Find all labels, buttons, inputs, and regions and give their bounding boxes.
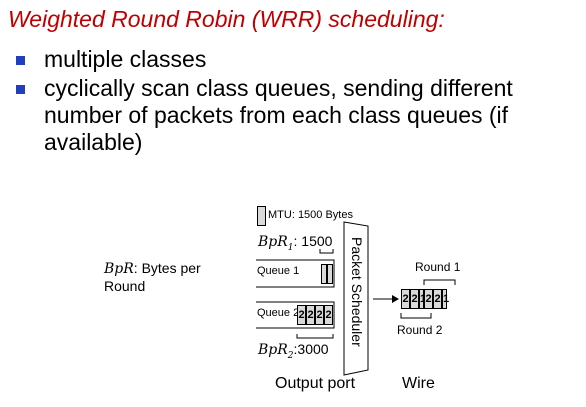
bullet-square-icon: [16, 56, 25, 65]
queue1-packet: [327, 264, 333, 284]
bpr2-bracket: [296, 334, 334, 339]
round1-bracket: [423, 279, 456, 285]
round2-bracket: [400, 313, 432, 319]
output-arrowhead: [392, 295, 399, 303]
queue2-buffer: [256, 301, 335, 329]
queue2-packet: 2: [324, 305, 333, 325]
bullet-square-icon: [16, 85, 25, 94]
wire-packet: 2: [401, 289, 410, 309]
bullet-list: multiple classes cyclically scan class q…: [14, 46, 564, 158]
packet-scheduler-label: Packet Scheduler: [349, 237, 365, 347]
queue2-packet: 2: [297, 305, 306, 325]
round1-label: Round 1: [415, 260, 461, 274]
wire-packet: 1: [442, 289, 449, 309]
bpr-definition: BpR: Bytes per: [104, 260, 201, 277]
queue1-packet: [321, 264, 327, 284]
wire-packet: 2: [424, 289, 433, 309]
slide-title: Weighted Round Robin (WRR) scheduling:: [8, 6, 445, 32]
bpr1-label: BpR1: 1500: [258, 233, 333, 253]
bpr-definition-line2: Round: [104, 278, 146, 294]
bullet-text: cyclically scan class queues, sending di…: [44, 75, 513, 155]
bullet-item: multiple classes: [14, 46, 564, 73]
queue2-packet: 2: [306, 305, 315, 325]
queue1-buffer: [256, 259, 335, 288]
queue2-label: Queue 2: [257, 307, 300, 319]
bpr2-label: BpR2:3000: [258, 341, 329, 361]
wire-packet: 2: [433, 289, 442, 309]
bullet-text: multiple classes: [44, 46, 207, 72]
queue1-label: Queue 1: [257, 265, 300, 277]
output-port-label: Output port: [275, 375, 356, 392]
queue2-packet: 2: [315, 305, 324, 325]
wire-packet: 1: [419, 289, 426, 309]
bpr1-bracket: [319, 249, 334, 254]
round2-label: Round 2: [397, 323, 443, 337]
mtu-label: MTU: 1500 Bytes: [268, 209, 353, 221]
packet-scheduler-shape: [343, 221, 369, 376]
bullet-item: cyclically scan class queues, sending di…: [14, 75, 564, 156]
wire-packet: 2: [410, 289, 419, 309]
wire-label: Wire: [402, 375, 435, 392]
mtu-legend-packet: [257, 206, 266, 226]
